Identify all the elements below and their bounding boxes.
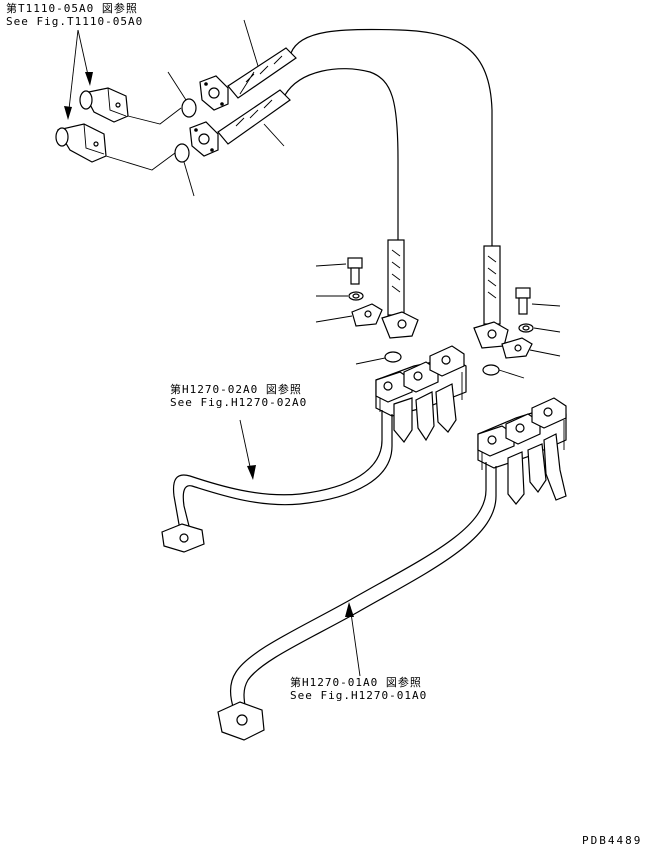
reference-t1110-05a0: 第T1110-05A0 図参照 See Fig.T1110-05A0 xyxy=(6,2,143,28)
reference-jp: 第T1110-05A0 図参照 xyxy=(6,2,138,15)
bolt-right xyxy=(515,287,561,315)
upper-elbow-fitting xyxy=(79,87,129,123)
flange-upper xyxy=(199,75,229,111)
lower-elbow-fitting xyxy=(55,123,107,163)
hose-end-left xyxy=(381,239,419,339)
pipe-right xyxy=(217,462,497,741)
reference-h1270-02a0: 第H1270-02A0 図参照 See Fig.H1270-02A0 xyxy=(170,383,307,409)
o-ring-right-valve xyxy=(482,364,525,379)
flange-lower xyxy=(189,121,219,157)
o-ring-lower xyxy=(105,143,195,197)
split-flange-right xyxy=(501,337,561,359)
reference-jp: 第H1270-01A0 図参照 xyxy=(290,676,422,689)
o-ring-left-valve xyxy=(355,351,402,365)
pipe-left-arrow xyxy=(239,419,256,480)
split-flange-left xyxy=(315,303,383,327)
reference-en: See Fig.H1270-02A0 xyxy=(170,396,308,409)
reference-h1270-01a0: 第H1270-01A0 図参照 See Fig.H1270-01A0 xyxy=(290,676,427,702)
hose-end-right xyxy=(473,245,509,349)
reference-en: See Fig.H1270-01A0 xyxy=(290,689,428,702)
valve-block-right xyxy=(477,397,567,505)
drawing-number: PDB4489 xyxy=(582,834,643,847)
pipe-left xyxy=(161,410,393,553)
hose-upper xyxy=(227,19,493,250)
reference-arrows-top xyxy=(64,29,93,120)
washer-right xyxy=(518,323,561,333)
hose-lower xyxy=(217,68,399,240)
pipe-right-arrow xyxy=(345,602,361,677)
o-ring-upper xyxy=(127,71,197,125)
reference-en: See Fig.T1110-05A0 xyxy=(6,15,144,28)
valve-block-left xyxy=(375,345,467,444)
bolt-left xyxy=(315,257,363,285)
washer-left xyxy=(316,291,364,301)
reference-jp: 第H1270-02A0 図参照 xyxy=(170,383,302,396)
